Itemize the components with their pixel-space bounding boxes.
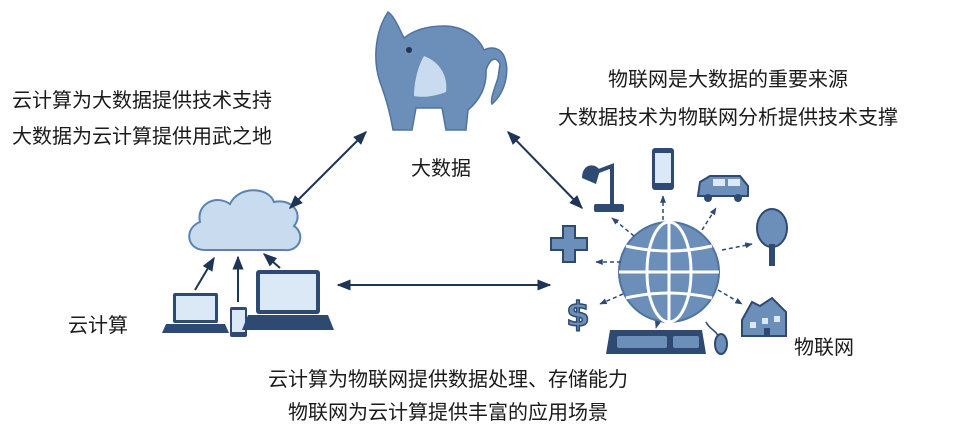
phone-icon <box>230 307 247 337</box>
node-label-cloud-computing: 云计算 <box>68 313 128 337</box>
svg-text:$: $ <box>566 295 590 335</box>
arrow-bigdata-iot <box>507 130 583 210</box>
desk-lamp-icon <box>582 163 624 212</box>
relation-text-cloud-iot-1: 云计算为物联网提供数据处理、存储能力 <box>268 367 628 391</box>
relation-text-iot-bigdata-2: 大数据技术为物联网分析提供技术支撑 <box>558 105 898 129</box>
elephant-icon <box>375 10 508 131</box>
globe-icon <box>618 220 720 324</box>
relation-text-iot-bigdata-1: 物联网是大数据的重要来源 <box>608 67 848 91</box>
iot-dashed-arrows <box>595 195 753 329</box>
phone-icon <box>652 148 674 190</box>
relation-text-cloud-bigdata-1: 云计算为大数据提供技术支持 <box>12 88 272 112</box>
car-icon <box>696 175 749 202</box>
device-to-cloud-arrows <box>194 253 281 302</box>
laptop-icon <box>242 270 334 330</box>
keyboard-icon <box>606 330 706 354</box>
node-label-iot: 物联网 <box>794 335 854 359</box>
plus-icon <box>550 225 588 263</box>
tree-icon <box>756 208 788 266</box>
dollar-icon: $ <box>565 294 590 336</box>
relation-text-cloud-iot-2: 物联网为云计算提供丰富的应用场景 <box>288 400 608 424</box>
node-label-big-data: 大数据 <box>411 156 471 180</box>
house-icon <box>741 296 787 337</box>
relation-text-cloud-bigdata-2: 大数据为云计算提供用武之地 <box>12 124 272 148</box>
relation-arrows <box>289 130 583 291</box>
laptop-icon <box>162 293 229 333</box>
mouse-icon <box>705 321 728 355</box>
cloud-icon <box>188 189 302 252</box>
arrow-bigdata-cloud <box>289 131 367 209</box>
